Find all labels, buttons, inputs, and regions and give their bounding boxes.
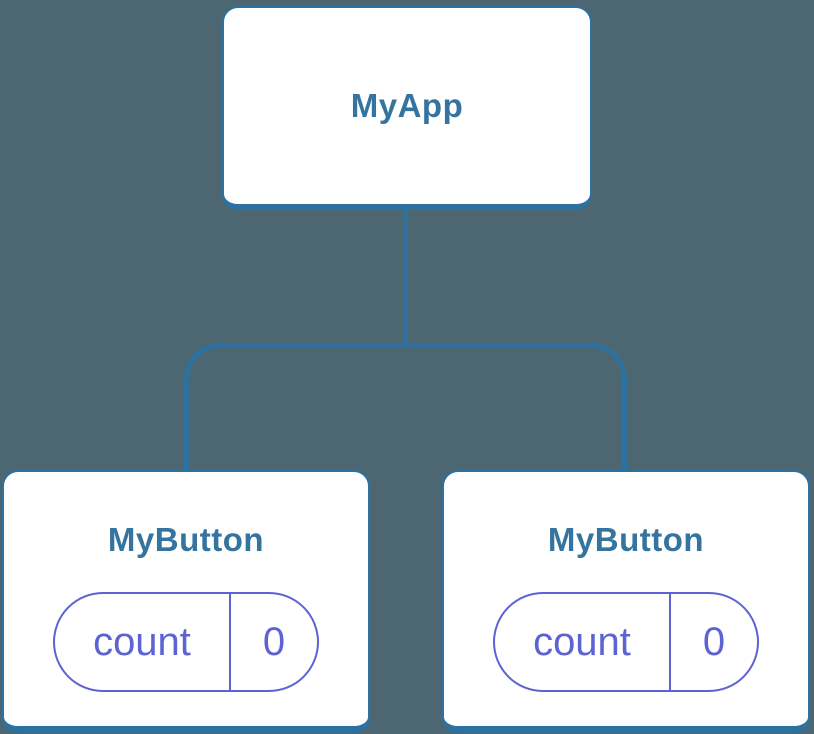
- child-node-label: MyButton: [107, 521, 265, 558]
- connector-stem: [403, 206, 408, 348]
- state-name-label: count: [495, 594, 671, 690]
- state-pill: count 0: [53, 592, 319, 692]
- state-name-label: count: [55, 594, 231, 690]
- root-component-node: MyApp: [222, 6, 592, 210]
- connector-branch: [184, 343, 627, 470]
- state-pill: count 0: [493, 592, 759, 692]
- child-node-label: MyButton: [547, 521, 705, 558]
- child-component-node-left: MyButton count 0: [2, 470, 370, 733]
- child-component-node-right: MyButton count 0: [442, 470, 810, 733]
- state-value: 0: [262, 619, 286, 664]
- state-value: 0: [702, 619, 726, 664]
- root-node-label: MyApp: [350, 87, 464, 124]
